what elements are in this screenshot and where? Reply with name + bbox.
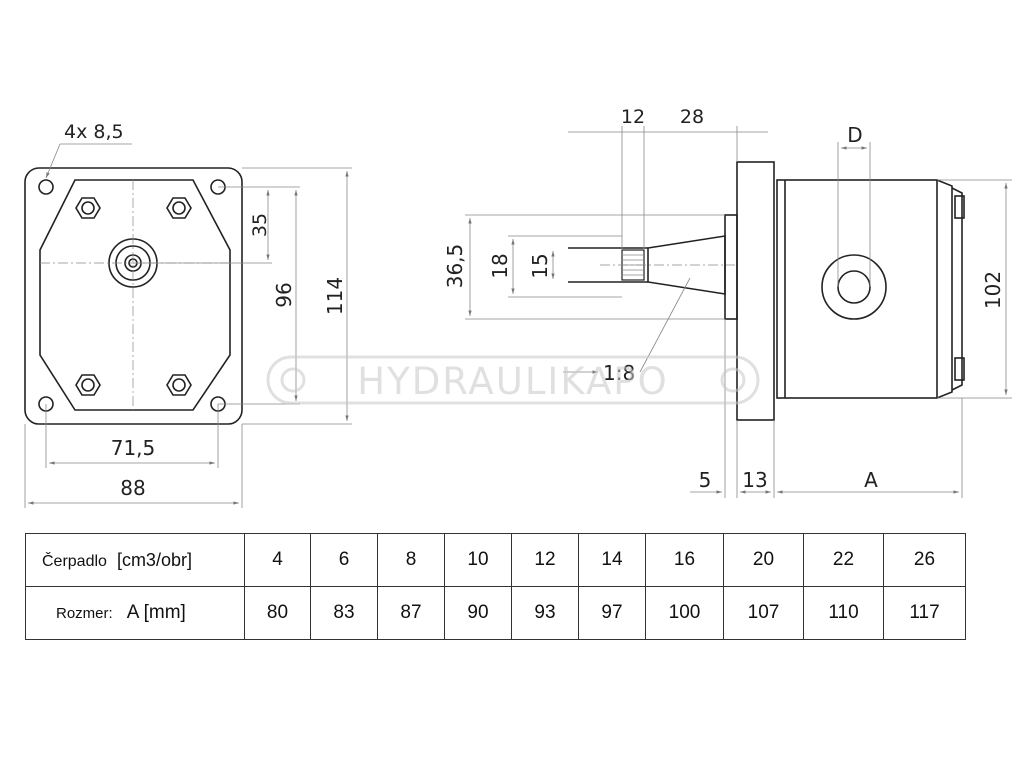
dim-114-label: 114 — [323, 277, 347, 315]
table-cell: 83 — [310, 586, 378, 640]
rear-cover — [936, 179, 953, 399]
table-cell: 8 — [377, 533, 445, 587]
table-cell: 117 — [883, 586, 966, 640]
table-cell: 14 — [578, 533, 646, 587]
hex-bolt-core — [172, 378, 186, 392]
taper-label: 1:8 — [603, 361, 635, 385]
holes-label: 4x 8,5 — [64, 121, 124, 143]
watermark-left-dot-icon — [280, 367, 306, 393]
hex-bolt-core — [81, 378, 95, 392]
port-inner — [837, 270, 871, 304]
flange-holes — [38, 179, 226, 412]
table-cell: 12 — [511, 533, 579, 587]
table-cell: 6 — [310, 533, 378, 587]
row-label: Rozmer: — [56, 605, 113, 622]
displacement-row: Čerpadlo [cm3/obr] 4 6 8 10 12 14 16 20 2… — [25, 533, 966, 587]
hex-bolt — [166, 197, 192, 219]
holes-leader — [45, 143, 61, 179]
dim-88-label: 88 — [120, 476, 145, 500]
table-cell: 4 — [244, 533, 311, 587]
dim-12-label: 12 — [621, 106, 645, 128]
rear-cap — [951, 187, 963, 391]
table-cell: 87 — [377, 586, 445, 640]
hex-bolt-core — [81, 201, 95, 215]
row-unit: A [mm] — [126, 602, 186, 623]
dim-96-label: 96 — [272, 282, 296, 307]
rear-bolt — [954, 357, 965, 381]
watermark-right-dot-icon — [720, 367, 746, 393]
row-label: Čerpadlo — [42, 552, 107, 570]
dimension-row: Rozmer:A [mm] 80 83 87 90 93 97 100 107 … — [25, 586, 966, 640]
row-header-displacement: Čerpadlo [cm3/obr] — [25, 533, 245, 587]
dim-102-label: 102 — [981, 271, 1005, 309]
table-cell: 10 — [444, 533, 512, 587]
dim-28-label: 28 — [680, 106, 704, 128]
table-cell: 93 — [511, 586, 579, 640]
hex-bolt — [75, 374, 101, 396]
row-unit: [cm3/obr] — [116, 549, 192, 570]
dim-D-label: D — [847, 123, 862, 147]
port-outer — [821, 254, 887, 320]
table-cell: 26 — [883, 533, 966, 587]
hex-bolts — [75, 197, 192, 396]
hex-bolt — [75, 197, 101, 219]
watermark-frame — [266, 355, 760, 405]
dim-35-label: 35 — [249, 213, 271, 237]
side-view: 12 28 D 36,5 18 15 1:8 102 — [443, 106, 1012, 498]
row-header-dimension: Rozmer: A [mm] — [25, 586, 245, 640]
table-cell: 100 — [645, 586, 724, 640]
dim-A-label: A — [864, 468, 878, 492]
hex-bolt-core — [172, 201, 186, 215]
pump-body — [776, 179, 938, 399]
dim-71-5-label: 71,5 — [111, 436, 156, 460]
table-cell: 22 — [803, 533, 884, 587]
front-flange-outline — [24, 167, 243, 425]
dim-18-label: 18 — [488, 253, 512, 278]
dim-5-label: 5 — [699, 468, 712, 492]
watermark-text: HYDRAULIKAPO — [357, 360, 668, 403]
dim-15-label: 15 — [528, 253, 552, 278]
dim-36-5-label: 36,5 — [443, 244, 467, 289]
table-cell: 110 — [803, 586, 884, 640]
taper — [647, 235, 726, 295]
dim-13-label: 13 — [742, 468, 767, 492]
table-cell: 107 — [723, 586, 804, 640]
table-cell: 20 — [723, 533, 804, 587]
spigot — [724, 214, 738, 320]
rear-bolt — [954, 195, 965, 219]
hex-bolt — [166, 374, 192, 396]
spec-table: Čerpadlo [cm3/obr] 4 6 8 10 12 14 16 20 2… — [25, 533, 966, 640]
front-view: 4x 8,5 35 96 114 71,5 88 — [24, 121, 352, 508]
table-cell: 90 — [444, 586, 512, 640]
front-body-octagon — [39, 179, 231, 411]
technical-drawing: 4x 8,5 35 96 114 71,5 88 — [24, 106, 1012, 508]
watermark: HYDRAULIKAPO — [266, 355, 760, 405]
table-cell: 16 — [645, 533, 724, 587]
table-cell: 97 — [578, 586, 646, 640]
table-cell: 80 — [244, 586, 311, 640]
flange-hole — [38, 179, 54, 195]
